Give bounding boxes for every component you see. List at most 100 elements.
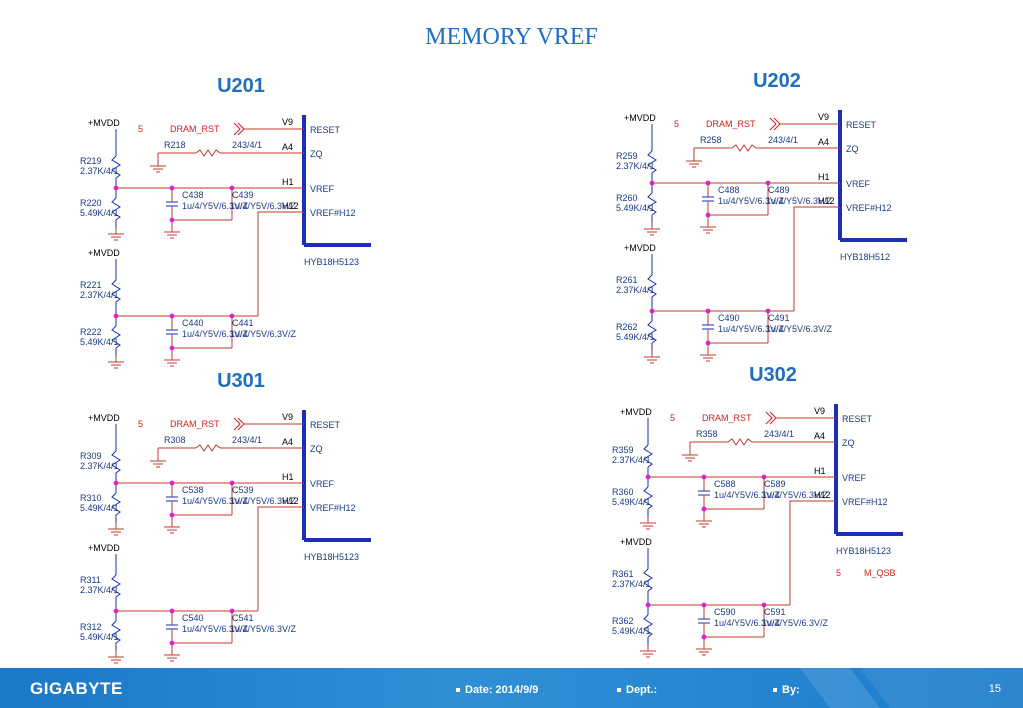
junction-dot — [169, 345, 175, 351]
resistor-icon — [195, 149, 221, 157]
reset-arrow-icon — [769, 117, 777, 131]
power-label: +MVDD — [620, 407, 652, 417]
capacitor-label: C540 — [182, 613, 204, 623]
resistor-label: R261 — [616, 275, 638, 285]
resistor-icon — [643, 568, 653, 592]
capacitor-value: 1u/4/Y5V/6.3V/Z — [182, 624, 249, 634]
resistor-label: R219 — [80, 156, 102, 166]
pin-label-reset: RESET — [842, 414, 873, 424]
footer-decoration — [800, 668, 1023, 708]
junction-dot — [701, 506, 707, 512]
pin-label-vref: VREF — [310, 184, 335, 194]
pin-label-vref: VREF — [310, 479, 335, 489]
vref-h12-wire — [793, 206, 840, 311]
zq-resistor-value: 243/4/1 — [232, 435, 262, 445]
pin-number: H1 — [814, 466, 826, 476]
pin-number: V9 — [818, 112, 829, 122]
resistor-icon — [647, 274, 657, 298]
capacitor-label: C491 — [768, 313, 790, 323]
part-number: HYB18H5123 — [836, 546, 891, 556]
zq-resistor-value: 243/4/1 — [764, 429, 794, 439]
pin-label-vref-h12: VREF#H12 — [310, 208, 356, 218]
capacitor-label: C440 — [182, 318, 204, 328]
resistor-icon — [111, 492, 121, 516]
chip-title: U301 — [217, 370, 265, 392]
resistor-icon — [727, 438, 753, 446]
footer-by: By: — [773, 684, 800, 696]
resistor-value: 5.49K/4/1 — [80, 503, 119, 513]
resistor-icon — [111, 155, 121, 179]
capacitor-label: C439 — [232, 190, 254, 200]
reset-page-ref: 5 — [670, 413, 675, 423]
pin-number: A4 — [282, 437, 293, 447]
capacitor-label: C489 — [768, 185, 790, 195]
reset-arrow-icon — [233, 122, 241, 136]
power-label: +MVDD — [88, 248, 120, 258]
pin-label-zq: ZQ — [842, 438, 855, 448]
resistor-value: 2.37K/4/1 — [612, 455, 651, 465]
reset-page-ref: 5 — [138, 124, 143, 134]
resistor-value: 5.49K/4/1 — [616, 332, 655, 342]
resistor-value: 2.37K/4/1 — [80, 461, 119, 471]
resistor-label: R312 — [80, 622, 102, 632]
power-label: +MVDD — [620, 537, 652, 547]
resistor-icon — [643, 486, 653, 510]
resistor-value: 5.49K/4/1 — [80, 337, 119, 347]
zq-resistor-label: R218 — [164, 140, 186, 150]
resistor-icon — [195, 444, 221, 452]
resistor-icon — [643, 444, 653, 468]
reset-net-label: DRAM_RST — [702, 413, 752, 423]
capacitor-value: 1u/4/Y5V/6.3V/Z — [762, 490, 829, 500]
resistor-value: 2.37K/4/1 — [80, 166, 119, 176]
pin-label-vref-h12: VREF#H12 — [846, 203, 892, 213]
reset-arrow-icon — [237, 417, 245, 431]
capacitor-label: C438 — [182, 190, 204, 200]
junction-dot — [705, 340, 711, 346]
resistor-label: R362 — [612, 616, 634, 626]
vref-h12-wire — [257, 506, 304, 611]
capacitor-value: 1u/4/Y5V/6.3V/Z — [718, 324, 785, 334]
resistor-icon — [111, 574, 121, 598]
reset-arrow-icon — [773, 117, 781, 131]
pin-number: V9 — [282, 412, 293, 422]
capacitor-value: 1u/4/Y5V/6.3V/Z — [230, 329, 297, 339]
page-number: 15 — [988, 683, 1001, 695]
pin-number: H12 — [818, 196, 835, 206]
capacitor-label: C538 — [182, 485, 204, 495]
chip-title: U201 — [217, 75, 265, 97]
capacitor-label: C541 — [232, 613, 254, 623]
reset-net-label: DRAM_RST — [170, 419, 220, 429]
gigabyte-logo: GIGABYTE — [30, 679, 123, 698]
capacitor-value: 1u/4/Y5V/6.3V/Z — [182, 201, 249, 211]
resistor-icon — [731, 144, 757, 152]
power-label: +MVDD — [88, 543, 120, 553]
resistor-value: 5.49K/4/1 — [612, 497, 651, 507]
resistor-label: R221 — [80, 280, 102, 290]
capacitor-value: 1u/4/Y5V/6.3V/Z — [762, 618, 829, 628]
zq-resistor-label: R258 — [700, 135, 722, 145]
power-label: +MVDD — [88, 413, 120, 423]
chip-title: U202 — [753, 70, 801, 92]
capacitor-label: C591 — [764, 607, 786, 617]
part-number: HYB18H5123 — [304, 257, 359, 267]
zq-resistor-label: R358 — [696, 429, 718, 439]
resistor-icon — [111, 450, 121, 474]
resistor-icon — [647, 150, 657, 174]
resistor-label: R361 — [612, 569, 634, 579]
pin-number: H12 — [282, 201, 299, 211]
capacitor-label: C539 — [232, 485, 254, 495]
junction-dot — [169, 217, 175, 223]
junction-dot — [705, 212, 711, 218]
zq-resistor-value: 243/4/1 — [232, 140, 262, 150]
capacitor-value: 1u/4/Y5V/6.3V/Z — [766, 324, 833, 334]
pin-label-reset: RESET — [310, 420, 341, 430]
pin-label-reset: RESET — [846, 120, 877, 130]
reset-arrow-icon — [237, 122, 245, 136]
resistor-icon — [111, 620, 121, 644]
resistor-label: R259 — [616, 151, 638, 161]
junction-dot — [169, 512, 175, 518]
resistor-value: 5.49K/4/1 — [616, 203, 655, 213]
